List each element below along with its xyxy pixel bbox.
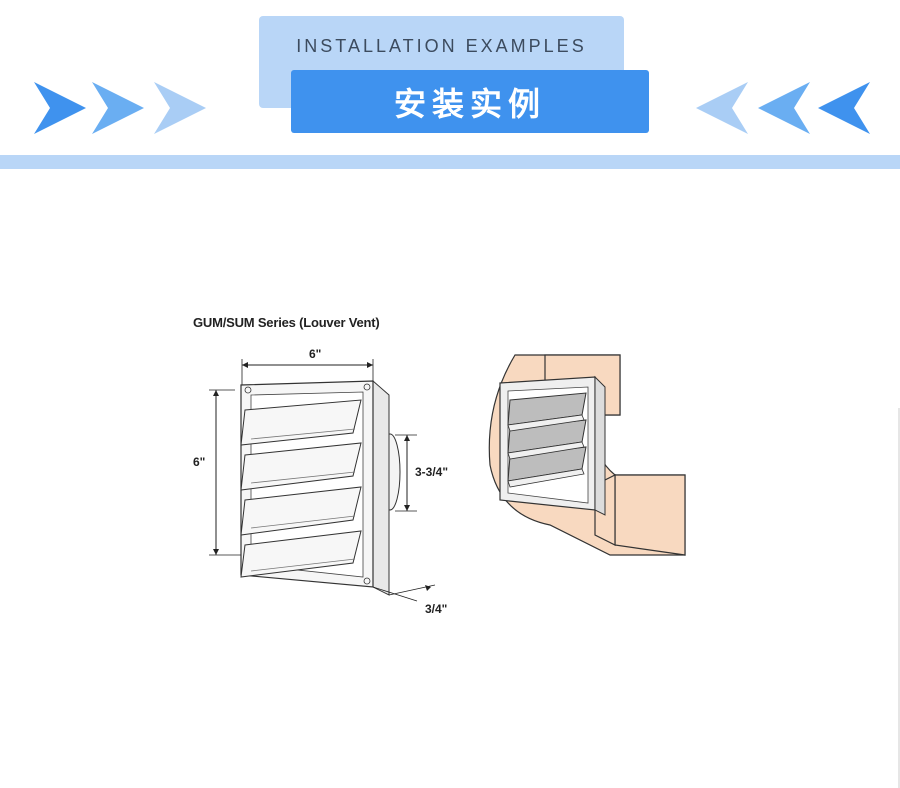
dimension-width-label: 6" (309, 347, 322, 361)
arrow-dark (818, 82, 870, 134)
header-title-box: 安装实例 (291, 70, 649, 133)
arrow-dark (34, 82, 86, 134)
installed-vent-illustration (488, 354, 686, 556)
figure-title: GUM/SUM Series (Louver Vent) (193, 315, 380, 330)
chevron-left-icon (696, 82, 870, 134)
dimension-depth-label: 3/4" (425, 602, 448, 616)
dimension-duct-label: 3-3/4" (415, 465, 449, 479)
arrow-light (154, 82, 206, 134)
header-banner: INSTALLATION EXAMPLES 安装实例 (0, 0, 900, 170)
louver-vent-figure: GUM/SUM Series (Louver Vent) (185, 305, 715, 625)
arrow-mid (758, 82, 810, 134)
arrow-light (696, 82, 748, 134)
header-title-en: INSTALLATION EXAMPLES (296, 36, 587, 56)
header-divider-bar (0, 155, 900, 169)
right-edge-divider (898, 408, 900, 788)
dimension-height-label: 6" (193, 455, 206, 469)
louver-vent-drawing (209, 359, 436, 602)
chevron-right-icon (34, 82, 206, 134)
header-title-cn: 安装实例 (393, 84, 546, 123)
arrow-mid (92, 82, 144, 134)
